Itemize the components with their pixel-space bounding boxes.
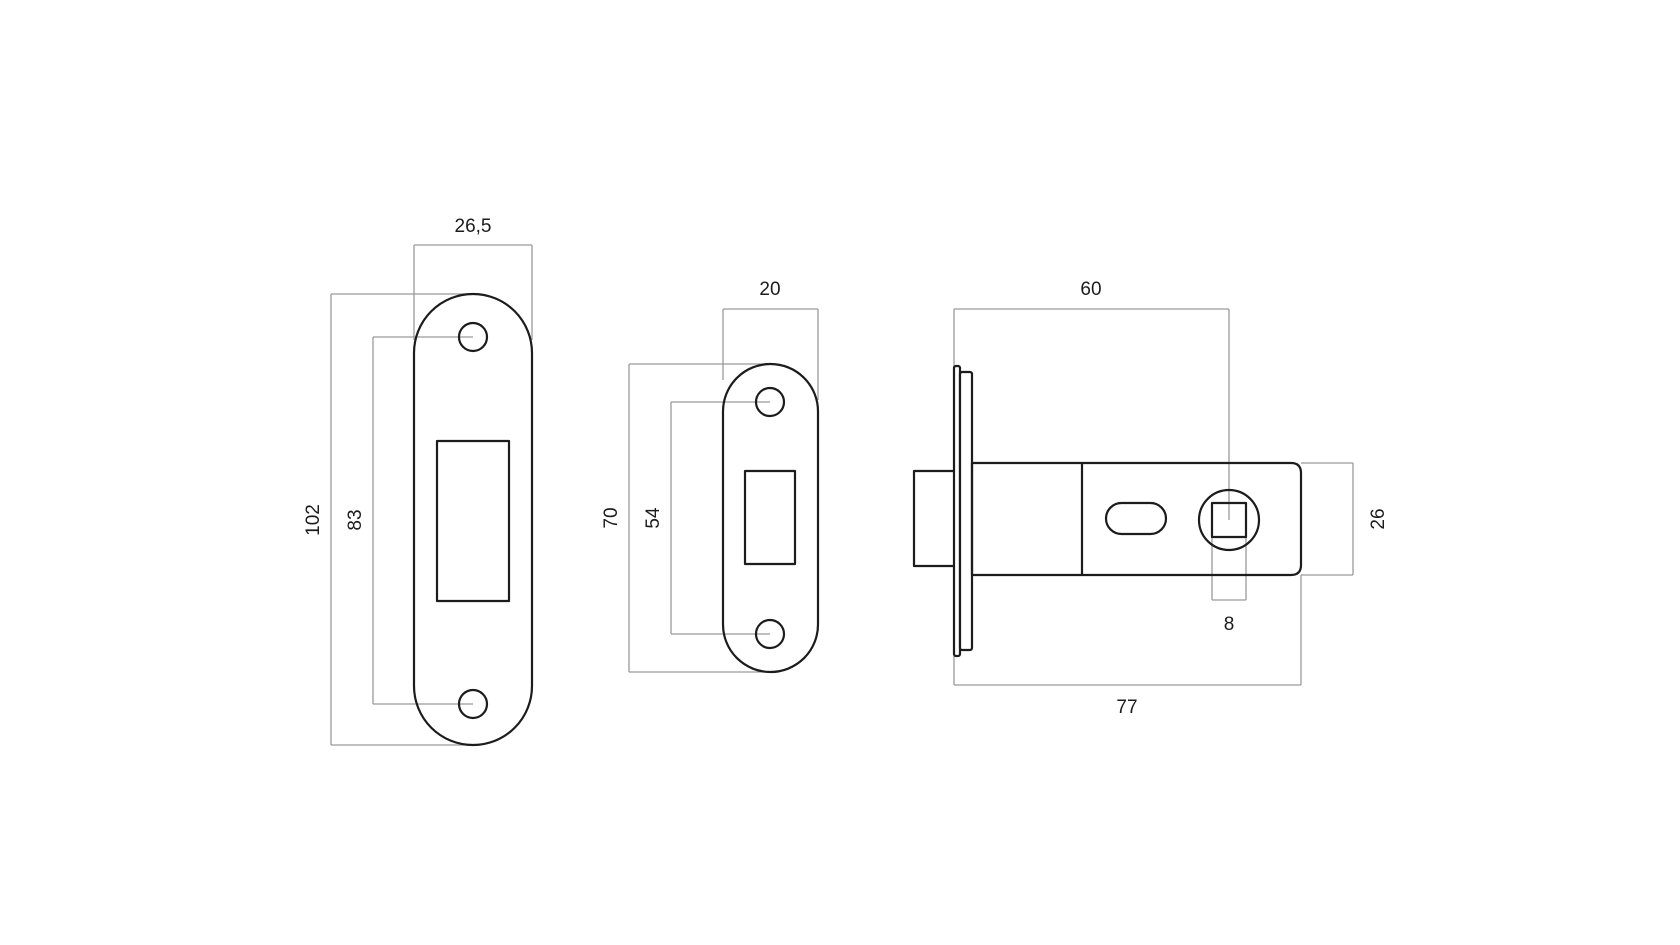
strike-plate-large-dimensions: [330, 244, 533, 746]
tubular-latch-dimensions: [953, 308, 1354, 686]
strike-plate-small-width-label: 20: [759, 279, 780, 300]
strike-plate-small-latch-opening: [743, 469, 797, 566]
strike-plate-large-height-label: 102: [303, 504, 324, 536]
latch-case-height-label: 26: [1368, 508, 1389, 529]
latch-spindle-square: [1210, 501, 1248, 539]
latch-overall-length-label: 77: [1116, 697, 1137, 718]
strike-plate-large-width-label: 26,5: [455, 216, 492, 237]
latch-slot: [1104, 501, 1168, 536]
latch-case: [970, 461, 1303, 577]
strike-plate-small-hole-spacing-label: 54: [643, 507, 664, 529]
strike-plate-small-screw-hole-top: [754, 386, 786, 418]
strike-plate-small-screw-hole-bottom: [754, 618, 786, 650]
strike-plate-small: 20 70 54: [601, 279, 820, 674]
strike-plate-large: 26,5 102 83: [303, 216, 534, 747]
strike-plate-small-dimensions: [628, 308, 819, 673]
strike-plate-small-body: [721, 362, 820, 674]
strike-plate-large-body: [412, 292, 534, 747]
latch-backset-label: 60: [1080, 279, 1101, 300]
latch-spindle-label: 8: [1224, 614, 1235, 635]
latch-faceplate: [958, 370, 974, 652]
latch-spindle-hub: [1197, 488, 1261, 552]
tubular-latch: 60 77 26 8: [912, 279, 1389, 718]
strike-plate-large-screw-hole-bottom: [457, 688, 489, 720]
strike-plate-small-height-label: 70: [601, 507, 622, 528]
latch-bolt: [912, 469, 958, 568]
strike-plate-large-latch-opening: [435, 439, 511, 603]
strike-plate-large-screw-hole-top: [457, 321, 489, 353]
strike-plate-large-hole-spacing-label: 83: [345, 509, 366, 530]
